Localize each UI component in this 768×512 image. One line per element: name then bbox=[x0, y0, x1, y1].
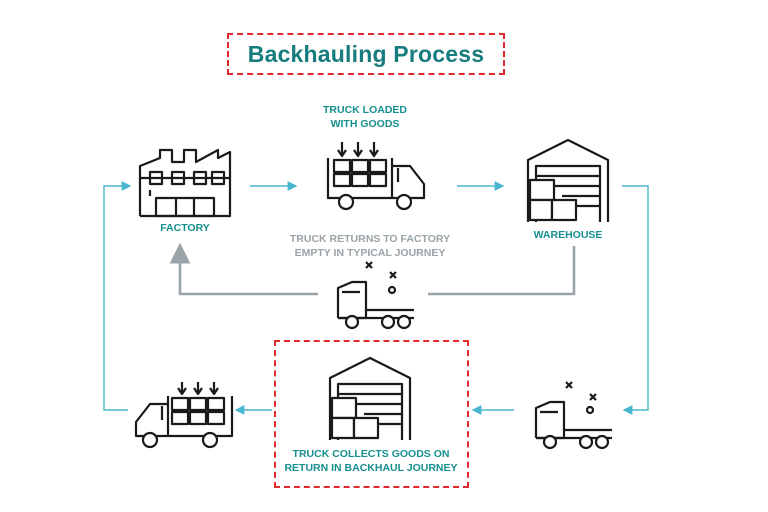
warehouse-icon bbox=[526, 138, 610, 222]
factory-icon bbox=[138, 148, 232, 218]
backhaul-label: TRUCK COLLECTS GOODS ON RETURN IN BACKHA… bbox=[276, 447, 466, 475]
empty-return-label: TRUCK RETURNS TO FACTORY EMPTY IN TYPICA… bbox=[270, 232, 470, 260]
page-title: Backhauling Process bbox=[247, 40, 485, 67]
truck-loaded-label-line1: TRUCK LOADED bbox=[323, 104, 407, 116]
loaded-truck-icon bbox=[326, 142, 426, 211]
truck-loaded-label: TRUCK LOADED WITH GOODS bbox=[300, 103, 430, 131]
warehouse-label: WAREHOUSE bbox=[533, 229, 603, 241]
arrow-loop-up-to-factory bbox=[103, 181, 132, 411]
empty-return-label-line2: EMPTY IN TYPICAL JOURNEY bbox=[294, 247, 446, 259]
warehouse-backhaul-icon bbox=[328, 356, 412, 440]
arrow-warehouse-down-loop bbox=[622, 185, 649, 415]
backhaul-label-line1: TRUCK COLLECTS GOODS ON bbox=[292, 448, 450, 460]
backhaul-label-line2: RETURN IN BACKHAUL JOURNEY bbox=[284, 462, 458, 474]
arrow-empty-return-right bbox=[428, 246, 576, 296]
empty-truck-right-icon bbox=[534, 381, 612, 450]
backhaul-highlight-box bbox=[274, 340, 469, 488]
empty-return-label-line1: TRUCK RETURNS TO FACTORY bbox=[289, 233, 451, 245]
arrow-empty-return-left bbox=[169, 242, 318, 296]
title-box: Backhauling Process bbox=[227, 33, 505, 75]
truck-loaded-label-line2: WITH GOODS bbox=[330, 118, 400, 130]
factory-label: FACTORY bbox=[160, 222, 210, 234]
loaded-truck-bottom-icon bbox=[134, 382, 234, 449]
empty-truck-center-icon bbox=[336, 261, 414, 330]
